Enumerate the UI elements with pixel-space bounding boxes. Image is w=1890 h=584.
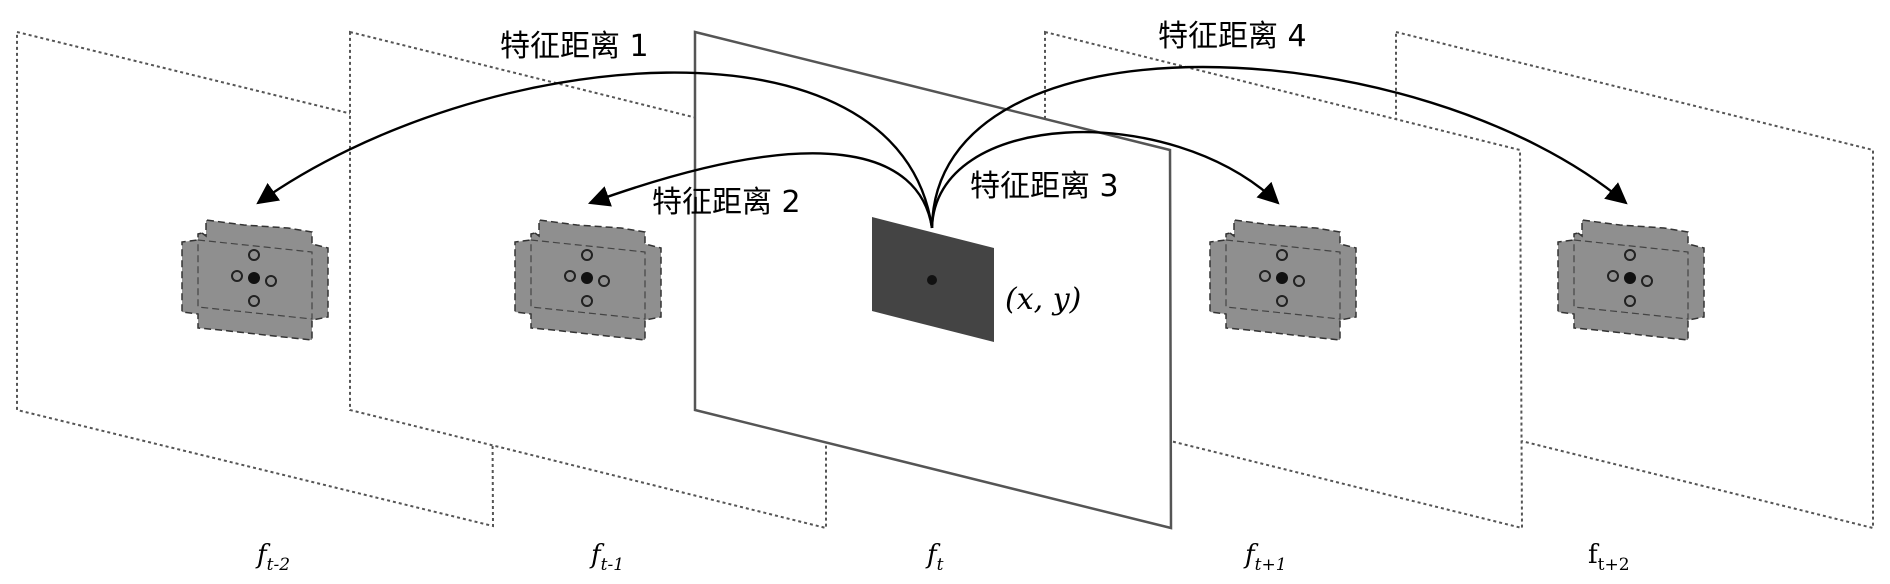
- frame-label-t-plus-1: ft+1: [1243, 540, 1287, 575]
- frame-label-sub: t-1: [601, 555, 624, 575]
- distance-label-3: 特征距离 3: [970, 169, 1119, 204]
- frame-label-t-minus-2: ft-2: [255, 540, 290, 575]
- frame-label-sub: t+2: [1598, 555, 1630, 575]
- feature-patch-t-minus-2: [181, 219, 329, 341]
- feature-patch-t-plus-2: [1557, 219, 1705, 341]
- distance-label-2: 特征距离 2: [652, 185, 801, 220]
- feature-patch-t-minus-1: [514, 219, 662, 341]
- frame-label-t-plus-2: ft+2: [1588, 540, 1630, 575]
- frame-label-sub: t+1: [1255, 555, 1287, 575]
- arrow-distance-4: [930, 65, 1628, 229]
- frame-label-sub: t-2: [267, 555, 290, 575]
- frame-t: [693, 30, 1173, 530]
- frame-label-base: f: [1588, 540, 1600, 570]
- distance-label-4: 特征距离 4: [1158, 19, 1307, 54]
- arrow-distance-1: [256, 71, 934, 229]
- feature-patch-t-plus-1: [1209, 219, 1357, 341]
- arrow-distance-2: [587, 152, 934, 229]
- frame-label-sub: t: [937, 555, 944, 575]
- coordinate-label: (x, y): [1005, 282, 1081, 317]
- distance-label-1: 特征距离 1: [500, 29, 649, 64]
- frame-label-t: ft: [925, 540, 944, 575]
- frame-label-t-minus-1: ft-1: [589, 540, 624, 575]
- distance-arrows: [256, 65, 1628, 229]
- arrow-distance-3: [930, 131, 1280, 229]
- center-point: [927, 275, 937, 285]
